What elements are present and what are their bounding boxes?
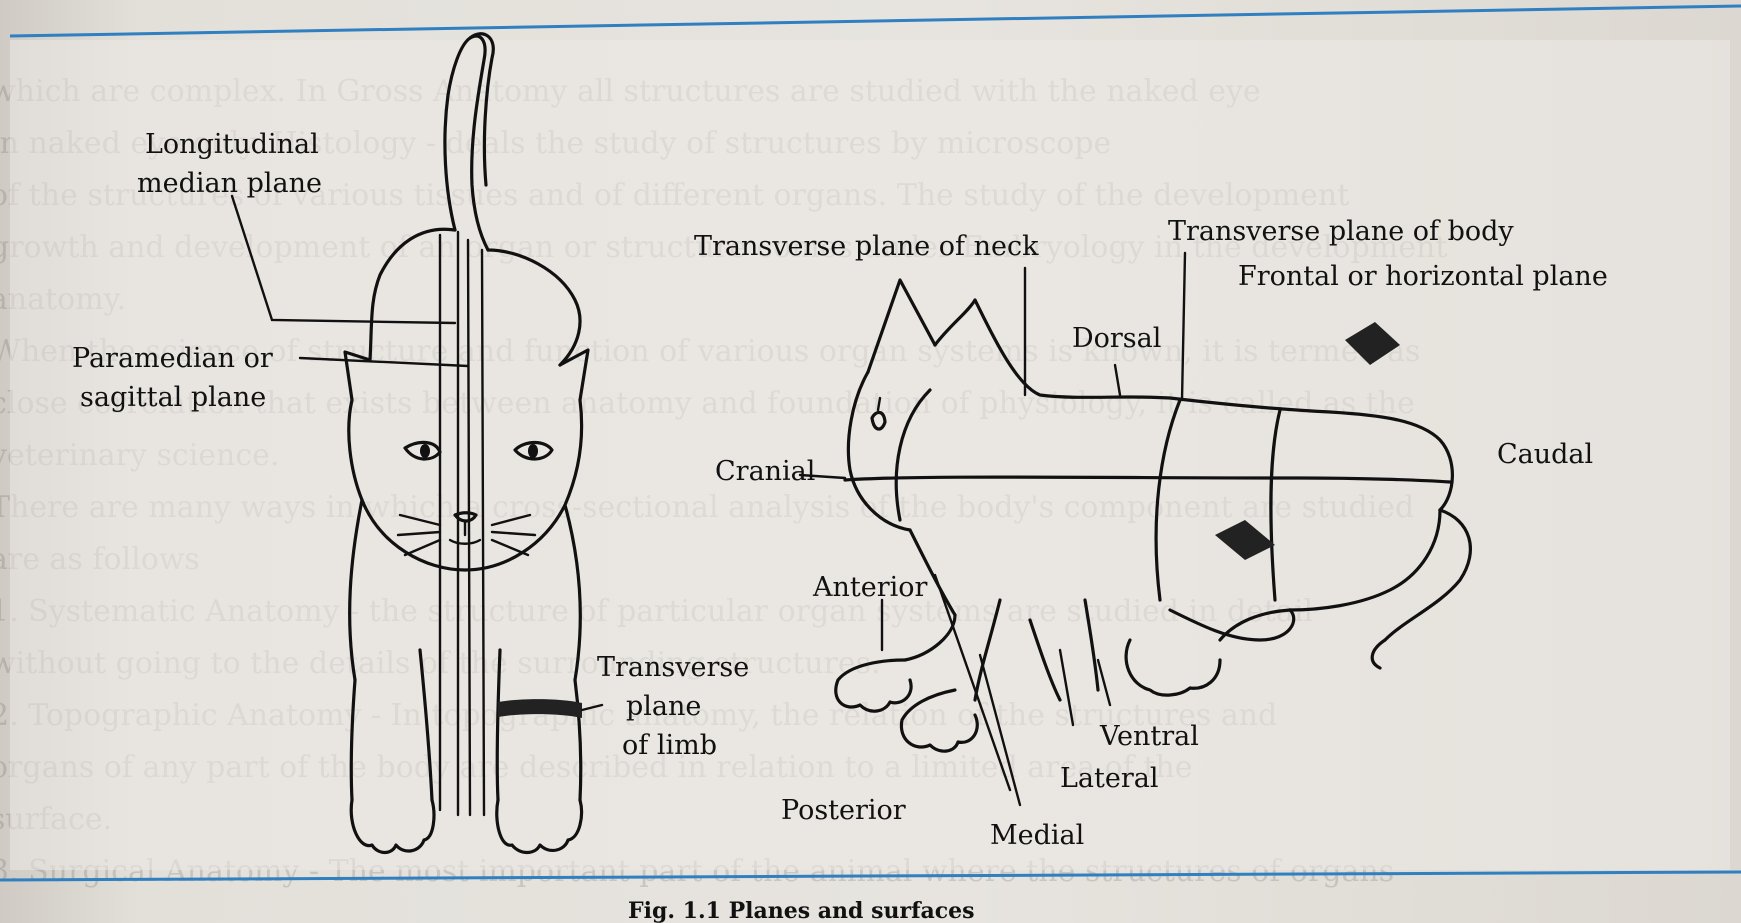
top-rule-line bbox=[10, 6, 1741, 36]
label-cranial: Cranial bbox=[715, 456, 815, 487]
label-dorsal: Dorsal bbox=[1072, 323, 1161, 354]
figure-caption: Fig. 1.1 Planes and surfaces bbox=[628, 898, 975, 923]
label-paramedian-line1: Paramedian or bbox=[72, 343, 273, 374]
label-medial: Medial bbox=[990, 820, 1084, 851]
label-caudal: Caudal bbox=[1497, 439, 1593, 470]
label-transverse-neck: Transverse plane of neck bbox=[694, 231, 1039, 262]
figure-area bbox=[10, 40, 1730, 870]
bottom-rule-line bbox=[0, 872, 1741, 880]
label-transverse-body: Transverse plane of body bbox=[1168, 216, 1514, 247]
label-longitudinal-line1: Longitudinal bbox=[145, 129, 319, 160]
label-anterior: Anterior bbox=[812, 572, 928, 603]
label-posterior: Posterior bbox=[781, 795, 906, 826]
label-lateral: Lateral bbox=[1060, 763, 1159, 794]
label-ventral: Ventral bbox=[1099, 721, 1199, 752]
label-frontal: Frontal or horizontal plane bbox=[1238, 261, 1608, 292]
label-transverse-limb-line2: plane bbox=[626, 691, 701, 722]
label-longitudinal-line2: median plane bbox=[137, 168, 322, 199]
label-paramedian-line2: sagittal plane bbox=[80, 382, 266, 413]
label-transverse-limb-line1: Transverse bbox=[597, 652, 749, 683]
label-transverse-limb-line3: of limb bbox=[622, 730, 717, 761]
